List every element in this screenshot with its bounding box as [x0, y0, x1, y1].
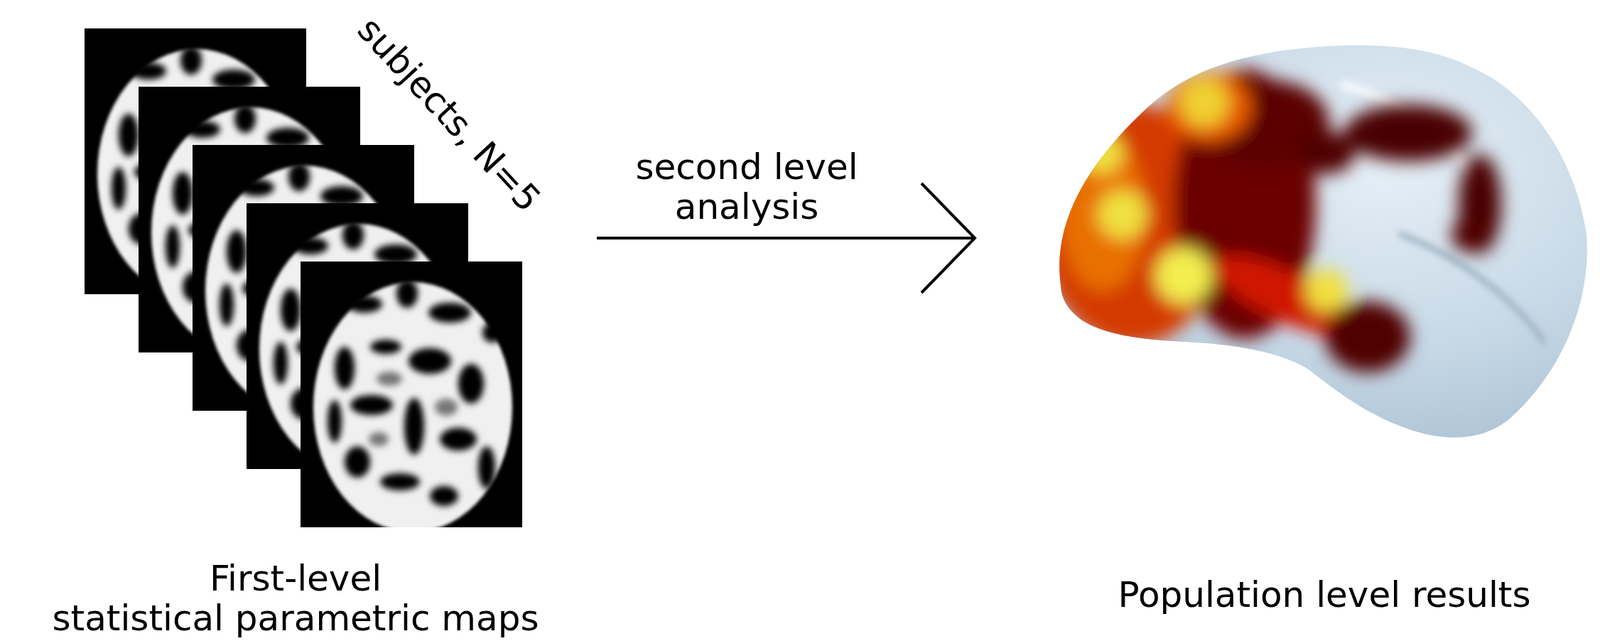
- arrow-label: second level analysis: [593, 147, 901, 227]
- brain-slice: [300, 261, 523, 533]
- brain-outline: [1059, 45, 1588, 438]
- brain-surface: [974, 0, 1600, 641]
- arrow-head: [921, 183, 975, 293]
- panel-caption: Population level results: [1118, 574, 1532, 615]
- panel-caption: First-level statistical parametric maps: [52, 558, 540, 639]
- activation-map: [1040, 68, 1502, 373]
- arrow-shaft: [596, 236, 975, 240]
- population-panel: Population level results: [974, 0, 1600, 641]
- subject-maps-panel: subjects, N=5First-level statistical par…: [0, 0, 597, 641]
- subject-count: subjects, N=5: [349, 9, 548, 220]
